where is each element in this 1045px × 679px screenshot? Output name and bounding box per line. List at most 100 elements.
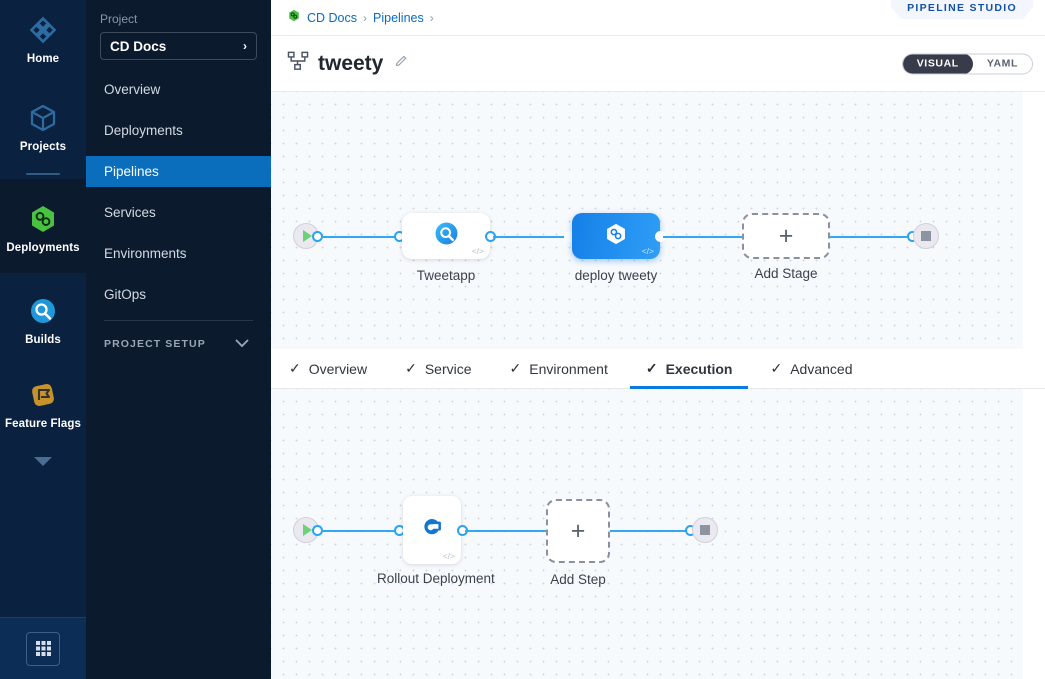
rail-item-label: Projects [19, 140, 67, 153]
stage-tabs: ✓ Overview ✓ Service ✓ Environment ✓ Exe… [271, 349, 1045, 389]
breadcrumb: CD Docs › Pipelines › PIPELINE STUDIO [271, 0, 1045, 36]
step-node-label: Rollout Deployment [377, 571, 495, 586]
add-step-label: Add Step [550, 572, 606, 587]
sidebar-item-label: Deployments [104, 123, 183, 138]
step-link-1 [321, 529, 399, 532]
home-diamond-icon [27, 14, 59, 46]
sidebar-item-label: Overview [104, 82, 161, 97]
tab-label: Environment [529, 360, 608, 377]
execution-steps-canvas[interactable]: </> Rollout Deployment + Add Step [271, 389, 1023, 679]
tab-advanced[interactable]: ✓ Advanced [770, 349, 852, 389]
grid-apps-icon[interactable] [26, 631, 60, 666]
rail-item-label: Feature Flags [4, 417, 82, 430]
rail-item-label: Home [26, 53, 60, 65]
add-stage-label: Add Stage [754, 266, 818, 281]
stage-connector-out-2 [655, 231, 666, 242]
app-launcher-bar [0, 617, 86, 679]
add-stage-node[interactable]: + Add Stage [742, 213, 830, 281]
check-icon: ✓ [289, 360, 301, 376]
step-link-3 [610, 529, 690, 532]
toggle-option-visual[interactable]: VISUAL [902, 54, 973, 73]
cube-icon [27, 102, 59, 134]
rail-item-feature-flags[interactable]: Feature Flags [0, 357, 86, 441]
view-mode-toggle[interactable]: VISUAL YAML [901, 53, 1033, 74]
stage-link-2 [493, 235, 569, 238]
sidebar-heading: Project [100, 12, 138, 26]
rail-item-label: Builds [25, 333, 61, 346]
step-node-rollout-deployment[interactable]: </> Rollout Deployment [377, 496, 495, 586]
sidebar-item-overview[interactable]: Overview [86, 74, 271, 105]
stage-link-4 [830, 235, 912, 238]
add-stage-button[interactable]: + [742, 213, 830, 259]
stage-end-node [913, 223, 939, 249]
breadcrumb-separator: › [363, 10, 368, 25]
rail-item-builds[interactable]: Builds [0, 273, 86, 357]
tab-label: Service [424, 360, 472, 377]
add-step-node[interactable]: + Add Step [546, 499, 610, 587]
sidebar-item-environments[interactable]: Environments [86, 238, 271, 269]
rail-divider [26, 173, 60, 176]
stage-node-box[interactable]: </> [572, 213, 660, 259]
pipeline-title-bar: tweety VISUAL YAML [271, 36, 1045, 92]
sidebar-item-services[interactable]: Services [86, 197, 271, 228]
tab-environment[interactable]: ✓ Environment [510, 349, 608, 389]
stage-connector-in-2 [564, 231, 575, 242]
sidebar-item-label: GitOps [104, 287, 147, 302]
sidebar-item-pipelines[interactable]: Pipelines [86, 156, 271, 187]
stop-icon [913, 223, 939, 249]
tab-label: Overview [308, 360, 368, 377]
chevron-down-icon [235, 335, 249, 353]
stage-link-1 [321, 235, 399, 238]
sidebar-section-label: PROJECT SETUP [104, 338, 206, 350]
breadcrumb-item-cd-docs[interactable]: CD Docs [307, 10, 358, 25]
plus-icon: + [778, 221, 794, 250]
stop-icon [692, 517, 718, 543]
rail-item-deployments[interactable]: Deployments [0, 179, 86, 273]
stage-node-label: deploy tweety [574, 268, 658, 283]
pencil-icon[interactable] [394, 54, 409, 74]
breadcrumb-separator: › [429, 10, 434, 25]
sidebar-item-label: Pipelines [104, 164, 159, 179]
stage-canvas[interactable]: </> Tweetapp [271, 92, 1023, 349]
code-view-icon[interactable]: </> [442, 551, 455, 561]
stage-node-tweetapp[interactable]: </> Tweetapp [402, 213, 490, 283]
rail-item-projects[interactable]: Projects [0, 76, 86, 164]
sidebar-section-project-setup[interactable]: PROJECT SETUP [86, 335, 271, 353]
builds-circle-icon [27, 295, 59, 327]
project-name: CD Docs [110, 38, 167, 54]
check-icon: ✓ [509, 360, 522, 376]
tab-overview[interactable]: ✓ Overview [289, 349, 367, 389]
page-title: tweety [318, 51, 384, 75]
add-step-button[interactable]: + [546, 499, 610, 563]
check-icon: ✓ [405, 360, 417, 376]
tab-execution[interactable]: ✓ Execution [629, 349, 749, 389]
step-node-box[interactable]: </> [403, 496, 461, 564]
module-rail: Home Projects [0, 0, 86, 679]
rollout-deployment-icon [419, 514, 446, 546]
sidebar-item-gitops[interactable]: GitOps [86, 279, 271, 310]
sidebar-item-deployments[interactable]: Deployments [86, 115, 271, 146]
feature-flags-icon [27, 379, 59, 411]
tab-label: Execution [665, 360, 733, 377]
rail-item-home[interactable]: Home [0, 0, 86, 76]
code-view-icon[interactable]: </> [471, 246, 484, 256]
stage-node-box[interactable]: </> [402, 213, 490, 259]
toggle-option-yaml[interactable]: YAML [986, 57, 1018, 70]
caret-down-icon[interactable] [30, 454, 56, 473]
breadcrumb-item-pipelines[interactable]: Pipelines [373, 10, 424, 25]
deploy-hexagon-icon [603, 221, 629, 252]
tab-service[interactable]: ✓ Service [405, 349, 471, 389]
stage-node-deploy-tweety[interactable]: </> deploy tweety [572, 213, 660, 283]
main-content: CD Docs › Pipelines › PIPELINE STUDIO [271, 0, 1045, 679]
deployments-hexagon-icon [27, 203, 59, 235]
step-link-2 [465, 529, 546, 532]
pipeline-tree-icon [287, 51, 309, 76]
sidebar-item-label: Services [104, 205, 156, 220]
step-end-node [692, 517, 718, 543]
tab-label: Advanced [790, 360, 853, 377]
sidebar-divider [104, 320, 253, 321]
project-selector[interactable]: CD Docs › [100, 32, 257, 60]
check-icon: ✓ [770, 360, 783, 376]
deployments-hexagon-icon [287, 8, 301, 28]
code-view-icon[interactable]: </> [641, 246, 654, 256]
